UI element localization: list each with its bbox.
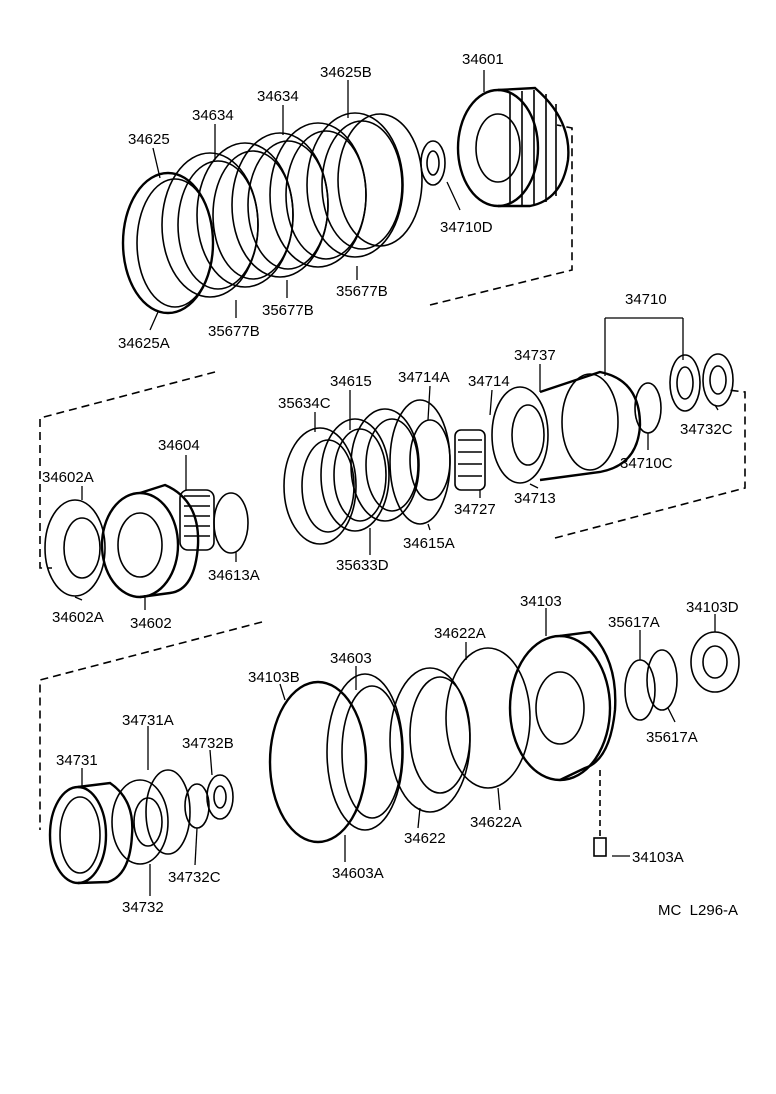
label-34625B: 34625B [320,64,372,81]
part-labels: 34625B 34601 34634 34634 34625 34710D 35… [42,51,739,919]
label-34625: 34625 [128,131,170,148]
boundary-bottom [39,621,263,830]
snap-ring-34615A [389,399,451,525]
clutch-pack-top [121,86,570,315]
disc-34615 [320,418,390,532]
label-34710D: 34710D [440,219,493,236]
drum-34601 [456,88,540,208]
label-34622A-b: 34622A [470,814,522,831]
label-34602: 34602 [130,615,172,632]
label-34622A-a: 34622A [434,625,486,642]
label-34604: 34604 [158,437,200,454]
label-34737: 34737 [514,347,556,364]
label-34727: 34727 [454,501,496,518]
label-34103A: 34103A [632,849,684,866]
washer-34602A [44,499,106,597]
label-34103: 34103 [520,593,562,610]
washer-34103D [690,631,740,693]
drum-34731 [48,785,108,885]
leader-lines [74,70,719,896]
label-34714A: 34714A [398,369,450,386]
label-34103D: 34103D [686,599,739,616]
figure-code: MC L296-A [658,902,738,919]
band-34103B [268,680,368,844]
piston-34603 [326,673,404,831]
label-34732: 34732 [122,899,164,916]
bearing-34710D [420,140,446,186]
brake-assembly [48,630,740,885]
label-35617A-a: 35617A [608,614,660,631]
label-34731: 34731 [56,752,98,769]
label-34601: 34601 [462,51,504,68]
plate-35633D [350,408,420,522]
label-34625A: 34625A [118,335,170,352]
label-35633D: 35633D [336,557,389,574]
label-34714: 34714 [468,373,510,390]
boundary-top [429,124,573,306]
label-34731A: 34731A [122,712,174,729]
washer-34732C-bottom [184,783,210,829]
label-34732B: 34732B [182,735,234,752]
label-35677B-a: 35677B [336,283,388,300]
hub-34732 [111,779,169,865]
gear-34714 [454,429,486,491]
seal-35617A-b [646,649,678,711]
snap-ring-34613A [213,492,249,554]
seal-35617A-a [624,659,656,721]
boundary-mid-right [554,389,746,539]
label-34602A-a: 34602A [42,469,94,486]
washer-34732C-top [702,353,734,407]
planetary-34737 [539,370,642,482]
bolt-34103A [593,837,607,857]
planetary-set [44,353,734,599]
label-34615A: 34615A [403,535,455,552]
label-34710C: 34710C [620,455,673,472]
pressure-plate-34625B [337,113,423,247]
label-35617A-b: 35617A [646,729,698,746]
label-34732C-top: 34732C [680,421,733,438]
ring-34731A [145,769,191,855]
label-34603: 34603 [330,650,372,667]
label-34634-a: 34634 [192,107,234,124]
label-34602A-b: 34602A [52,609,104,626]
drum-34602 [100,491,180,599]
case-34103 [508,634,612,782]
carrier-34713 [491,386,549,484]
label-34103B: 34103B [248,669,300,686]
ring-34622A [445,647,531,789]
ring-34714A [409,419,451,501]
label-34622: 34622 [404,830,446,847]
label-34732C-bottom: 34732C [168,869,221,886]
label-34634-b: 34634 [257,88,299,105]
bearing-34732B [206,774,234,820]
label-35677B-c: 35677B [208,323,260,340]
label-34710: 34710 [625,291,667,308]
label-34603A: 34603A [332,865,384,882]
bearing-34710 [669,354,701,412]
label-34613A: 34613A [208,567,260,584]
plate-35634C [283,427,357,545]
label-35677B-b: 35677B [262,302,314,319]
label-34713: 34713 [514,490,556,507]
plate-35677B-b [306,112,404,258]
label-34615: 34615 [330,373,372,390]
label-35634C: 35634C [278,395,331,412]
